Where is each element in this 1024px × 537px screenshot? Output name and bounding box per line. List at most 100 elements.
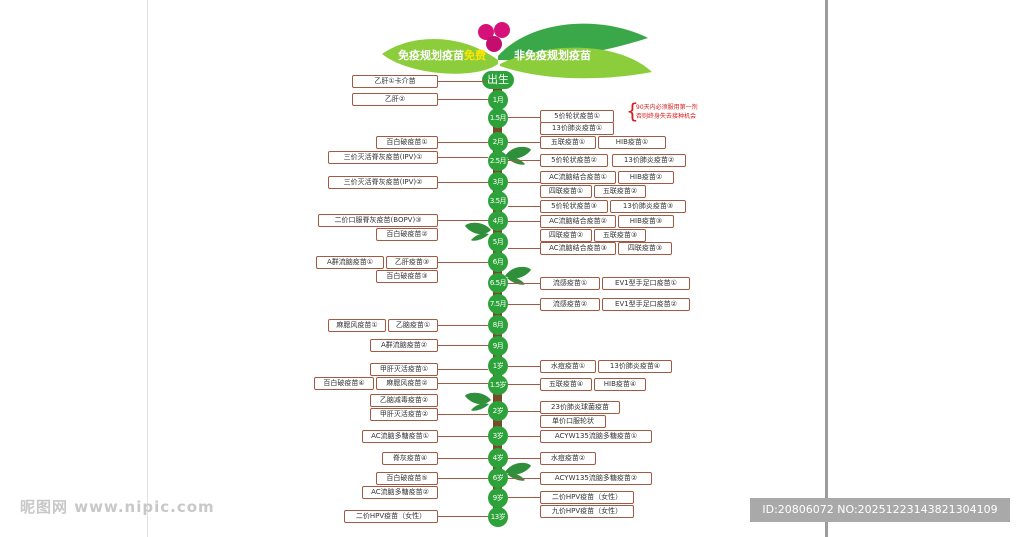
free-vaccine-tag: 三价灭活脊灰疫苗(IPV)② <box>328 176 438 189</box>
connector-line <box>508 478 540 479</box>
free-vaccine-tag: 二价HPV疫苗（女性） <box>344 510 438 523</box>
connector-line <box>508 221 540 222</box>
paid-vaccine-tag: 九价HPV疫苗（女性） <box>540 505 634 518</box>
connector-line <box>437 81 488 82</box>
paid-vaccine-tag: 五联疫苗③ <box>594 229 646 242</box>
paid-vaccine-tag: 五联疫苗② <box>594 185 646 198</box>
milestone-node: 出生 <box>482 71 514 89</box>
paid-vaccine-tag: 四联疫苗③ <box>618 242 672 255</box>
milestone-node: 9月 <box>488 336 508 356</box>
paid-vaccine-tag: HIB疫苗① <box>598 136 666 149</box>
milestone-node: 8月 <box>488 315 508 335</box>
connector-line <box>508 248 540 249</box>
connector-line <box>437 325 488 326</box>
connector-line <box>437 478 488 479</box>
connector-line <box>508 160 540 161</box>
paid-vaccine-tag: ACYW135流脑多糖疫苗② <box>540 472 652 485</box>
connector-line <box>437 262 488 263</box>
milestone-node: 4月 <box>488 211 508 231</box>
milestone-node: 1月 <box>488 90 508 110</box>
free-vaccine-tag: 麻腮风疫苗① <box>328 319 386 332</box>
connector-line <box>508 283 540 284</box>
connector-line <box>437 157 488 158</box>
milestone-node: 2月 <box>488 132 508 152</box>
connector-line <box>508 206 540 207</box>
connector-line <box>508 436 540 437</box>
connector-line <box>508 411 540 412</box>
berry <box>494 22 510 38</box>
paid-vaccine-tag: HIB疫苗③ <box>618 215 674 228</box>
free-vaccine-tag: 脊灰疫苗④ <box>382 452 438 465</box>
free-vaccine-tag: A群流脑疫苗② <box>370 339 438 352</box>
milestone-node: 7.5月 <box>488 294 508 314</box>
free-vaccine-tag: 百白破疫苗③ <box>376 270 438 283</box>
connector-line <box>508 182 540 183</box>
free-vaccine-tag: 甲肝灭活疫苗② <box>370 408 438 421</box>
banner-free-label: 免费 <box>464 49 486 62</box>
connector-line <box>437 99 488 100</box>
note-line: 否则终身失去接种机会 <box>636 113 697 120</box>
watermark-right: ID:20806072 NO:20251223143821304109 <box>750 498 1010 522</box>
paid-vaccine-tag: 单价口服轮状 <box>540 415 606 428</box>
paid-vaccine-tag: 流感疫苗① <box>540 277 600 290</box>
paid-vaccine-tag: 5价轮状疫苗② <box>540 154 608 167</box>
connector-line <box>437 414 488 415</box>
banner-left-title: 免疫规划疫苗免费 <box>398 47 486 63</box>
free-vaccine-tag: 二价口服脊灰疫苗(BOPV)③ <box>318 214 438 227</box>
free-vaccine-tag: 百白破疫苗④ <box>314 377 374 390</box>
free-vaccine-tag: 百白破疫苗① <box>376 136 438 149</box>
milestone-node: 3月 <box>488 172 508 192</box>
free-vaccine-tag: AC流脑多糖疫苗① <box>362 430 438 443</box>
free-vaccine-tag: A群流脑疫苗① <box>316 256 384 269</box>
milestone-node: 2.5月 <box>488 151 508 171</box>
paid-vaccine-tag: 流感疫苗② <box>540 298 600 311</box>
milestone-node: 6.5月 <box>488 273 508 293</box>
paid-vaccine-tag: 五联疫苗① <box>540 136 596 149</box>
free-vaccine-tag: AC流脑多糖疫苗② <box>362 486 438 499</box>
milestone-node: 1岁 <box>488 356 508 376</box>
milestone-node: 2岁 <box>488 401 508 421</box>
milestone-node: 1.5月 <box>488 108 508 128</box>
paid-vaccine-tag: 四联疫苗① <box>540 185 592 198</box>
stem-leaf <box>505 266 531 285</box>
note-line: 90天内必须服用第一剂 <box>636 104 698 111</box>
connector-line <box>508 142 540 143</box>
milestone-node: 1.5岁 <box>488 375 508 395</box>
connector-line <box>508 304 540 305</box>
paid-vaccine-tag: 23价肺炎球菌疫苗 <box>540 401 620 414</box>
milestone-node: 4岁 <box>488 448 508 468</box>
paid-vaccine-tag: EV1型手足口疫苗② <box>602 298 690 311</box>
paid-vaccine-tag: 水痘疫苗① <box>540 360 596 373</box>
connector-line <box>437 369 488 370</box>
banner-left-label: 免疫规划疫苗 <box>398 49 464 62</box>
paid-vaccine-tag: AC流脑结合疫苗① <box>540 171 616 184</box>
connector-line <box>437 182 488 183</box>
free-vaccine-tag: 三价灭活脊灰疫苗(IPV)① <box>328 151 438 164</box>
note-brace-icon: { <box>626 99 639 123</box>
connector-line <box>508 497 540 498</box>
free-vaccine-tag: 乙肝①卡介苗 <box>352 75 438 88</box>
free-vaccine-tag: 乙肝疫苗③ <box>386 256 438 269</box>
free-vaccine-tag: 乙脑减毒疫苗② <box>370 394 438 407</box>
stem-leaf <box>465 392 491 411</box>
right-upper-leaf <box>498 23 648 61</box>
rotavirus-note: 90天内必须服用第一剂 否则终身失去接种机会 <box>636 103 698 121</box>
connector-line <box>437 383 488 384</box>
paid-vaccine-tag: AC流脑结合疫苗③ <box>540 242 616 255</box>
paid-vaccine-tag: EV1型手足口疫苗① <box>602 277 690 290</box>
free-vaccine-tag: 百白破疫苗⑤ <box>376 472 438 485</box>
connector-line <box>508 117 540 118</box>
milestone-node: 3.5月 <box>488 191 508 211</box>
berry <box>478 24 494 40</box>
free-vaccine-tag: 甲肝灭活疫苗① <box>370 363 438 376</box>
free-vaccine-tag: 麻腮风疫苗② <box>376 377 438 390</box>
paid-vaccine-tag: 13价肺炎疫苗② <box>612 154 686 167</box>
paid-vaccine-tag: 五联疫苗④ <box>540 378 592 391</box>
milestone-node: 3岁 <box>488 426 508 446</box>
connector-line <box>437 345 488 346</box>
paid-vaccine-tag: 水痘疫苗② <box>540 452 596 465</box>
free-vaccine-tag: 百白破疫苗② <box>376 228 438 241</box>
watermark-left: 昵图网 www.nipic.com <box>20 498 215 516</box>
paid-vaccine-tag: 13价肺炎疫苗④ <box>598 360 672 373</box>
